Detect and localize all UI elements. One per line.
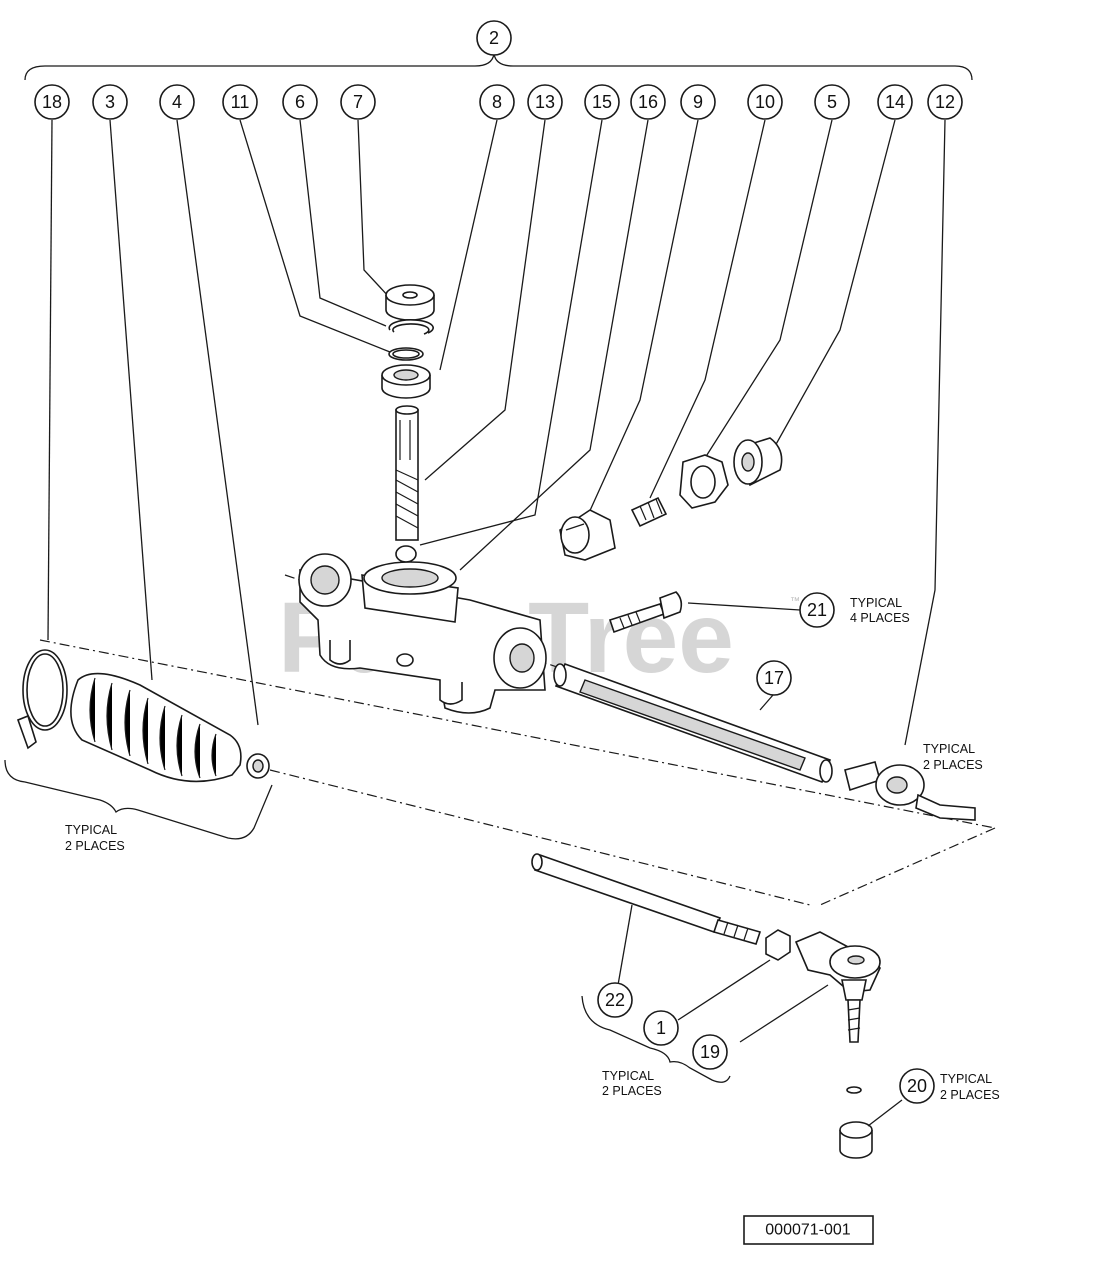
note-item-12: TYPICAL 2 PLACES [923, 742, 983, 772]
assembly-brace [24, 53, 973, 81]
svg-text:2 PLACES: 2 PLACES [940, 1088, 1000, 1102]
part-6-snap-ring [388, 319, 434, 335]
svg-text:21: 21 [807, 600, 827, 620]
note-item-20: TYPICAL 2 PLACES [940, 1072, 1000, 1102]
part-15-rack-housing [298, 553, 547, 714]
svg-text:11: 11 [231, 92, 250, 112]
note-boot: TYPICAL 2 PLACES [65, 823, 125, 853]
callout-22: 22 [597, 982, 633, 1018]
svg-text:15: 15 [592, 92, 612, 112]
svg-text:2 PLACES: 2 PLACES [602, 1084, 662, 1098]
part-20-nut [839, 1099, 903, 1159]
part-13-pinion-shaft [395, 405, 419, 541]
part-19-outer-tie-rod-end [739, 931, 881, 1094]
part-5-hex-nut [679, 454, 729, 509]
part-11-ring [388, 347, 424, 361]
callout-16: 16 [630, 84, 666, 120]
svg-text:7: 7 [353, 92, 363, 112]
part-16-bushing [395, 545, 417, 563]
svg-text:10: 10 [755, 92, 775, 112]
leader-lines [47, 119, 946, 746]
callout-14: 14 [877, 84, 913, 120]
part-3-boot [70, 672, 242, 783]
svg-text:14: 14 [885, 92, 905, 112]
watermark-trademark: ™ [790, 596, 800, 607]
callout-17: 17 [756, 660, 792, 696]
part-8-bearing [381, 364, 431, 399]
svg-text:13: 13 [535, 92, 555, 112]
note-item-1: TYPICAL 2 PLACES [602, 1069, 662, 1098]
svg-text:4: 4 [172, 92, 182, 112]
svg-text:22: 22 [605, 990, 625, 1010]
svg-text:18: 18 [42, 92, 62, 112]
tie-rod-bracket [581, 995, 731, 1083]
svg-text:16: 16 [638, 92, 658, 112]
callout-20: 20 [899, 1068, 935, 1104]
callout-1: 1 [643, 1010, 679, 1046]
svg-text:6: 6 [295, 92, 305, 112]
part-18-clamp [16, 649, 68, 750]
svg-text:5: 5 [827, 92, 837, 112]
callout-15: 15 [584, 84, 620, 120]
svg-text:TYPICAL: TYPICAL [923, 742, 975, 756]
svg-text:TYPICAL: TYPICAL [850, 596, 902, 610]
reference-code-box: 000071-001 [743, 1215, 874, 1245]
callout-2: 2 [476, 20, 512, 56]
callout-9: 9 [680, 84, 716, 120]
part-14-cap [733, 437, 783, 487]
part-9-rack-guide [559, 509, 616, 561]
callout-19: 19 [692, 1034, 728, 1070]
callout-21: 21 [799, 592, 835, 628]
svg-text:000071-001: 000071-001 [765, 1222, 851, 1239]
callout-8: 8 [479, 84, 515, 120]
svg-text:8: 8 [492, 92, 502, 112]
svg-text:12: 12 [935, 92, 955, 112]
svg-text:2 PLACES: 2 PLACES [923, 758, 983, 772]
svg-text:19: 19 [700, 1042, 720, 1062]
part-1-jam-nut [677, 929, 791, 1021]
callout-18: 18 [34, 84, 70, 120]
svg-text:2 PLACES: 2 PLACES [65, 839, 125, 853]
svg-text:TYPICAL: TYPICAL [940, 1072, 992, 1086]
callout-3: 3 [92, 84, 128, 120]
svg-text:20: 20 [907, 1076, 927, 1096]
callout-7: 7 [340, 84, 376, 120]
callout-11: 11 [222, 84, 258, 120]
svg-text:9: 9 [693, 92, 703, 112]
svg-text:4 PLACES: 4 PLACES [850, 611, 910, 625]
svg-text:1: 1 [656, 1018, 666, 1038]
part-4-bushing [246, 753, 270, 779]
part-21-bolt [608, 591, 801, 634]
callout-4: 4 [159, 84, 195, 120]
callout-5: 5 [814, 84, 850, 120]
part-7-washer [385, 284, 435, 321]
part-22-tie-rod [531, 853, 762, 986]
boot-bracket [4, 759, 273, 840]
part-17-rack [553, 662, 833, 784]
svg-text:3: 3 [105, 92, 115, 112]
svg-text:TYPICAL: TYPICAL [602, 1069, 654, 1083]
svg-text:TYPICAL: TYPICAL [65, 823, 117, 837]
svg-text:17: 17 [764, 668, 784, 688]
part-12-inner-tie-rod [844, 761, 976, 821]
callout-6: 6 [282, 84, 318, 120]
callout-10: 10 [747, 84, 783, 120]
svg-text:2: 2 [489, 28, 499, 48]
callout-13: 13 [527, 84, 563, 120]
part-10-spring [630, 496, 668, 528]
note-item-21: TYPICAL 4 PLACES [850, 596, 910, 625]
callout-12: 12 [927, 84, 963, 120]
